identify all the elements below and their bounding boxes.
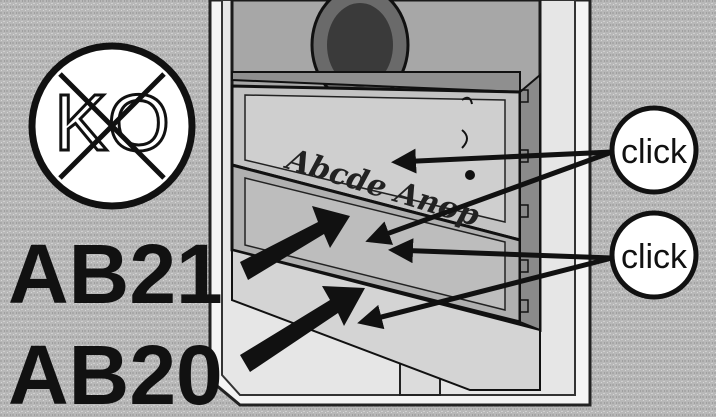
click-arrows-top (365, 148, 613, 245)
ko-symbol-text: KO (54, 78, 170, 167)
click-bubble-bottom (609, 210, 699, 300)
click-bubble-top (609, 105, 699, 195)
code-label-ab20: AB20 (8, 328, 223, 417)
click-label-bottom: click (621, 238, 688, 276)
click-arrows-bottom (357, 238, 613, 330)
intercom-panel (230, 0, 542, 391)
code-arrow-upper (240, 206, 350, 280)
ko-prohibited-icon: KO (28, 42, 196, 210)
code-label-ab21: AB21 (8, 227, 223, 321)
status-icons (461, 96, 475, 180)
code-arrow-lower (240, 286, 365, 372)
click-label-top: click (621, 133, 688, 171)
